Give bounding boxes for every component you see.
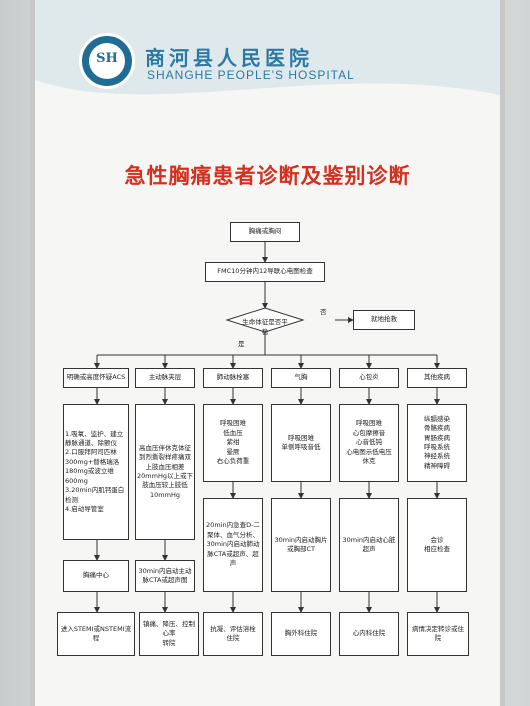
logo-text: SH: [96, 51, 118, 66]
hospital-logo: SH: [79, 33, 135, 89]
yes-label: 是: [238, 340, 245, 348]
no-label: 否: [320, 308, 327, 316]
feature-acs: 1.吸氧、监护、建立静脉通道、除颤仪 2.口服拜阿司匹林300mg+替格瑞洛18…: [63, 404, 129, 540]
category-other: 其他疾病: [407, 368, 467, 388]
flow-connectors: [94, 242, 440, 613]
outcome-pericarditis: 心内科住院: [339, 612, 399, 656]
action-pericarditis: 30min内启动心脏超声: [339, 498, 399, 592]
start-box: 胸痛或胸闷: [230, 222, 300, 242]
feature-pneumothorax: 呼吸困难 单侧呼吸音低: [271, 404, 331, 482]
category-acs: 明确或高度怀疑ACS: [63, 368, 129, 388]
rescue-box: 就地抢救: [353, 310, 415, 330]
poster-header: SH 商河县人民医院 SHANGHE PEOPLE'S HOSPITAL: [35, 0, 500, 120]
decision-diamond: [225, 307, 305, 333]
action-other: 会诊 相应检查: [407, 498, 467, 592]
action-acs: 胸痛中心: [63, 560, 129, 592]
action-pulmonary-embolism: 20min内急查D-二聚体、血气分析、30min内启动肺动脉CTA或超声、超声: [203, 498, 263, 592]
poster: SH 商河县人民医院 SHANGHE PEOPLE'S HOSPITAL 急性胸…: [30, 0, 505, 706]
poster-title: 急性胸痛患者诊断及鉴别诊断: [124, 164, 411, 188]
outcome-pneumothorax: 胸外科住院: [271, 612, 331, 656]
hospital-name-cn: 商河县人民医院: [145, 46, 313, 70]
category-pulmonary-embolism: 肺动脉栓塞: [203, 368, 263, 388]
ecg-box: FMC10分钟内12导联心电图检查: [205, 262, 325, 282]
action-aortic-dissection: 30min内启动主动脉CTA或超声图: [135, 560, 195, 592]
header-wave: [35, 80, 500, 120]
category-pericarditis: 心包炎: [339, 368, 399, 388]
outcome-aortic-dissection: 镇痛、降压、控制心率 转院: [139, 612, 199, 656]
outcome-acs: 进入STEMI或NSTEMI流程: [57, 612, 135, 656]
category-pneumothorax: 气胸: [271, 368, 331, 388]
feature-pulmonary-embolism: 呼吸困难 低血压 紫绀 晕厥 右心负荷重: [203, 404, 263, 482]
logo-ring: [89, 43, 125, 79]
feature-aortic-dissection: 高血压伴休克体征到烈撕裂样疼痛双上肢血压相差20mmHg以上或下肢血压较上肢低1…: [135, 404, 195, 540]
outcome-pulmonary-embolism: 抗凝、评估溶栓 住院: [203, 612, 263, 656]
feature-other: 纵膈感染 骨骼疾病 胃肠疾病 呼吸系统 神经系统 精神障碍: [407, 404, 467, 482]
category-aortic-dissection: 主动脉夹层: [135, 368, 195, 388]
feature-pericarditis: 呼吸困难 心包摩擦音 心音低钝 心电图示低电压 休克: [339, 404, 399, 482]
decision-label: 生命体征是否平稳: [242, 318, 288, 336]
outcome-other: 病情决定转诊或住院: [407, 612, 469, 656]
action-pneumothorax: 30min内启动胸片或胸部CT: [271, 498, 331, 592]
hospital-name-en: SHANGHE PEOPLE'S HOSPITAL: [147, 68, 355, 82]
